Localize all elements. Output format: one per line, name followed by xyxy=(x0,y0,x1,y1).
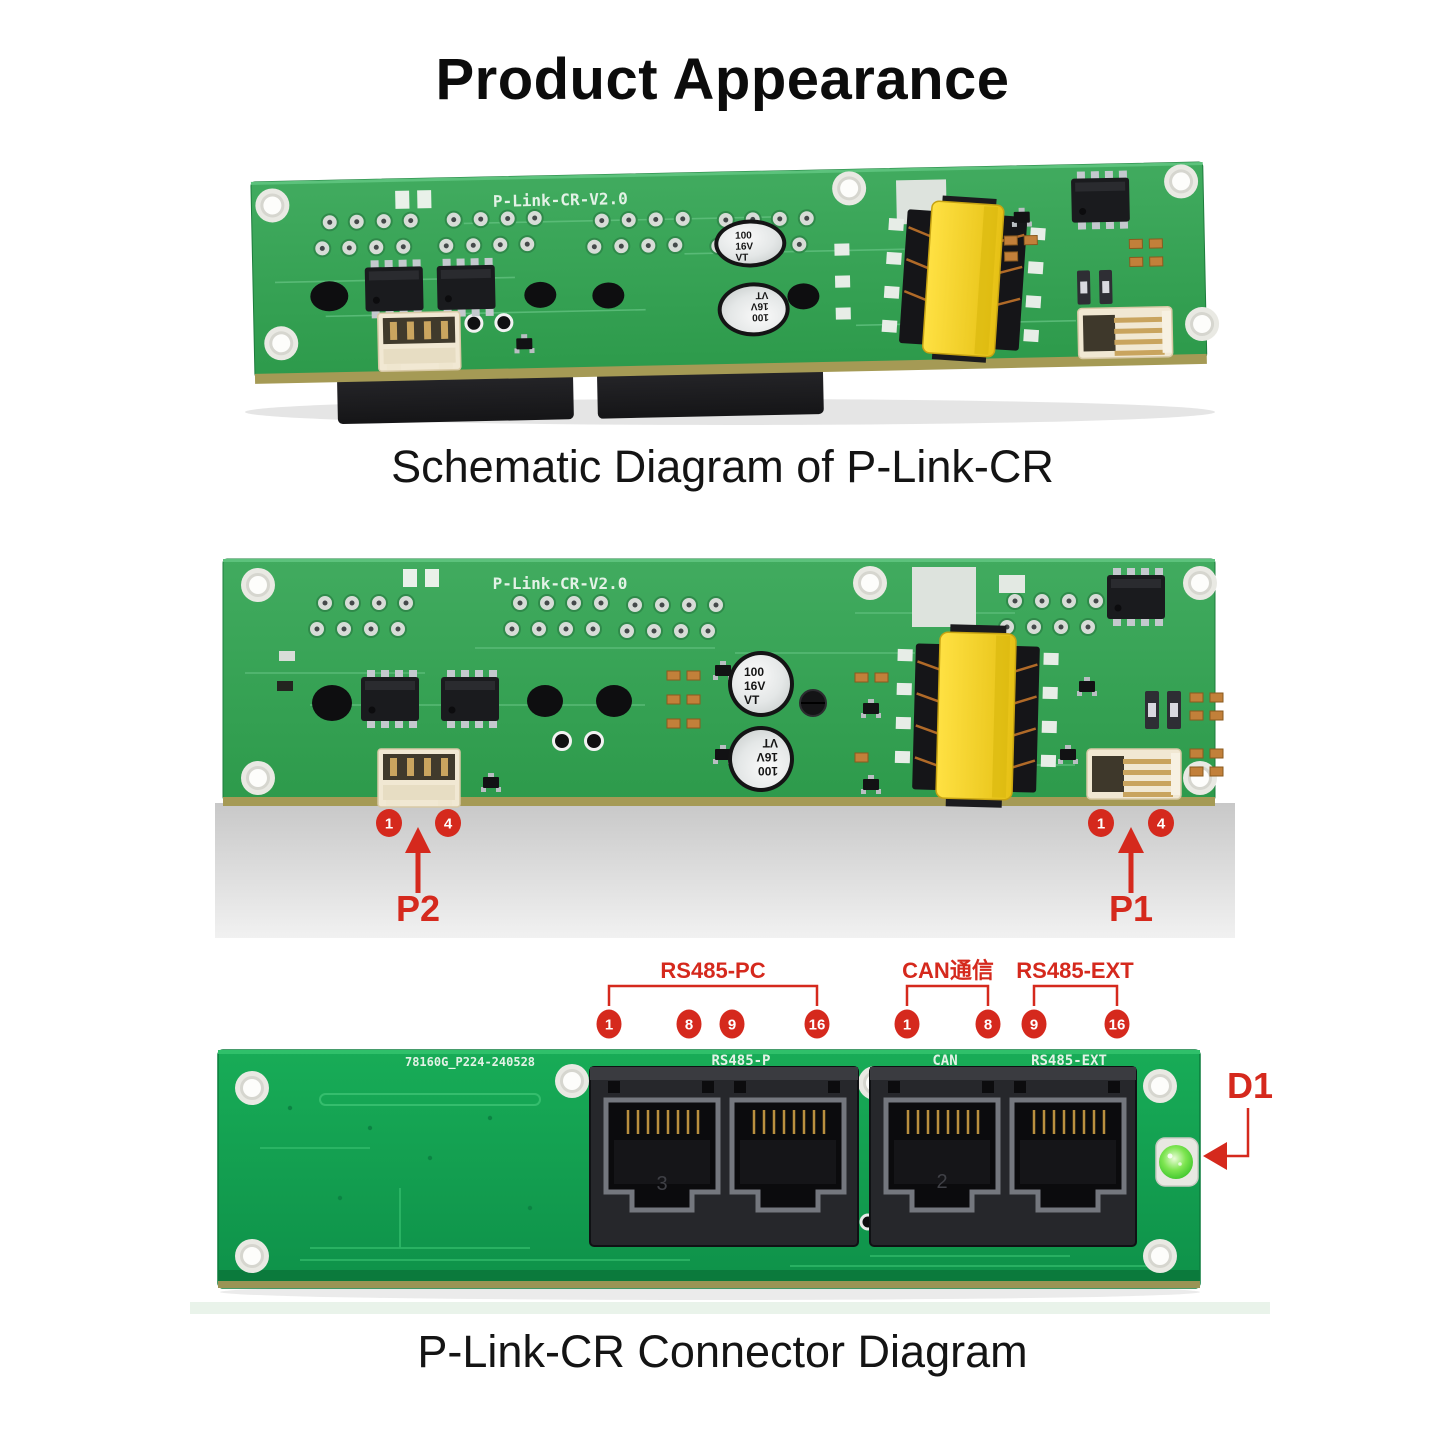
p1-pin-start: 1 xyxy=(1097,815,1105,832)
ic-chip xyxy=(1070,170,1131,230)
table-surface xyxy=(215,803,1235,938)
d1-arrow-icon xyxy=(1203,1142,1227,1170)
electrolytic-capacitor: 100 16V VT xyxy=(728,651,794,717)
photo-edge-tint xyxy=(190,1302,1270,1314)
board-silkscreen-label: P-Link-CR-V2.0 xyxy=(493,189,628,211)
jst-connector-p2 xyxy=(377,748,461,808)
svg-text:100: 100 xyxy=(735,230,752,241)
svg-text:VT: VT xyxy=(762,736,778,750)
p1-label: P1 xyxy=(1109,888,1153,929)
port-mark: 2 xyxy=(936,1171,947,1193)
inductor xyxy=(787,283,820,310)
svg-text:1: 1 xyxy=(903,1016,911,1033)
p2-pin-end: 4 xyxy=(444,815,453,832)
can-label: CAN通信 xyxy=(902,958,994,983)
svg-text:100: 100 xyxy=(758,764,778,778)
jst-connector-p1 xyxy=(1086,748,1182,800)
mounting-hole xyxy=(1143,1239,1177,1273)
p1-arrow-icon xyxy=(1118,827,1144,853)
rs485-pc-label: RS485-PC xyxy=(660,958,765,983)
jst-connector-left xyxy=(376,310,462,373)
mounting-hole xyxy=(241,568,275,602)
silkscreen-rs485-ext: RS485-EXT xyxy=(1031,1053,1107,1069)
page-title: Product Appearance xyxy=(435,47,1010,112)
solder-pad-area xyxy=(912,567,976,627)
port-mark: 3 xyxy=(656,1173,667,1195)
inductor xyxy=(596,685,632,717)
ic-chip xyxy=(361,670,419,728)
ic-chip xyxy=(364,259,424,319)
mounting-hole xyxy=(853,566,887,600)
rj45-port xyxy=(1012,1100,1124,1210)
silkscreen-rs485-p: RS485-P xyxy=(711,1053,770,1069)
mounting-hole xyxy=(235,1239,269,1273)
annotation-can: CAN通信 1 8 xyxy=(894,958,1001,1039)
svg-text:16: 16 xyxy=(809,1016,826,1033)
photo-connector-board: RS485-PC 1 8 9 16 CAN通信 1 8 RS485-EXT 9 … xyxy=(190,958,1273,1314)
photo-top-view-board: P-Link-CR-V2.0 100 16V VT 100 16V VT xyxy=(215,558,1235,938)
svg-text:8: 8 xyxy=(984,1016,992,1033)
annotation-rs485-pc: RS485-PC 1 8 9 16 xyxy=(596,958,830,1039)
rj45-housing-rs485-p: 3 xyxy=(589,1066,859,1247)
d1-label: D1 xyxy=(1227,1065,1273,1106)
caption-connector: P-Link-CR Connector Diagram xyxy=(417,1326,1028,1377)
svg-text:100: 100 xyxy=(744,665,764,679)
rj45-housing-can-ext: 2 xyxy=(869,1066,1137,1247)
mounting-hole xyxy=(1183,761,1217,795)
inductor xyxy=(310,281,349,312)
p2-pin-start: 1 xyxy=(385,815,393,832)
pcb-board-2: P-Link-CR-V2.0 100 16V VT 100 16V VT xyxy=(222,558,1224,808)
electrolytic-capacitor: 100 16V VT xyxy=(728,726,794,792)
rj45-port xyxy=(732,1100,844,1210)
svg-text:9: 9 xyxy=(728,1016,736,1033)
pcb-board-1: P-Link-CR-V2.0 100 16V VT 100 16V VT xyxy=(250,161,1220,384)
ic-chip xyxy=(436,257,496,318)
transformer xyxy=(881,195,1046,363)
svg-text:VT: VT xyxy=(755,289,768,300)
svg-text:16V: 16V xyxy=(757,750,778,764)
mounting-hole xyxy=(1183,566,1217,600)
ic-chip xyxy=(441,670,499,728)
annotation-p2: 1 4 P2 xyxy=(376,809,461,929)
svg-text:16V: 16V xyxy=(750,300,768,311)
svg-text:16: 16 xyxy=(1109,1016,1126,1033)
inductor xyxy=(527,685,563,717)
pcb-board-3: 78160G_P224-240528 RS485-P CAN RS485-EXT… xyxy=(217,1049,1201,1289)
svg-text:VT: VT xyxy=(735,253,748,264)
ic-chip xyxy=(1107,568,1165,626)
photo-schematic-board: P-Link-CR-V2.0 100 16V VT 100 16V VT xyxy=(245,161,1220,425)
electrolytic-capacitor: 100 16V VT xyxy=(717,282,790,337)
mounting-hole xyxy=(241,761,275,795)
silkscreen-can: CAN xyxy=(932,1053,957,1069)
inductor xyxy=(592,282,625,309)
led-d1 xyxy=(1155,1137,1199,1187)
rs485-ext-label: RS485-EXT xyxy=(1016,958,1134,983)
annotation-p1: 1 4 P1 xyxy=(1088,809,1174,929)
svg-text:16V: 16V xyxy=(735,241,753,252)
transformer xyxy=(894,624,1059,808)
svg-text:100: 100 xyxy=(752,311,769,322)
svg-text:16V: 16V xyxy=(744,679,765,693)
board-silkscreen-label: P-Link-CR-V2.0 xyxy=(493,574,628,593)
svg-text:9: 9 xyxy=(1030,1016,1038,1033)
annotation-d1: D1 xyxy=(1203,1065,1273,1170)
jst-connector-right xyxy=(1076,305,1174,360)
mounting-hole xyxy=(555,1064,589,1098)
annotation-rs485-ext: RS485-EXT 9 16 xyxy=(1016,958,1134,1039)
mounting-hole xyxy=(235,1071,269,1105)
rj45-port xyxy=(886,1100,998,1210)
inductor xyxy=(524,281,557,308)
svg-text:VT: VT xyxy=(744,693,760,707)
mounting-hole xyxy=(1143,1069,1177,1103)
svg-text:8: 8 xyxy=(685,1016,693,1033)
board-code: 78160G_P224-240528 xyxy=(405,1055,535,1070)
svg-text:1: 1 xyxy=(605,1016,613,1033)
caption-schematic: Schematic Diagram of P-Link-CR xyxy=(391,441,1054,492)
electrolytic-capacitor: 100 16V VT xyxy=(714,219,787,268)
p2-arrow-icon xyxy=(405,827,431,853)
inductor xyxy=(312,685,352,721)
p2-label: P2 xyxy=(396,888,440,929)
p1-pin-end: 4 xyxy=(1157,815,1166,832)
